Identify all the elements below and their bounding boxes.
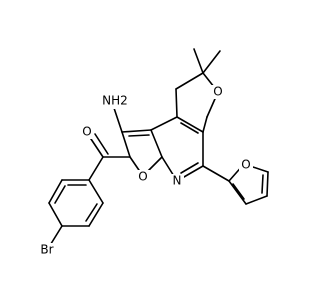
pyridine-nitrogen-label: N xyxy=(173,174,182,188)
bond xyxy=(88,135,104,158)
bond xyxy=(150,129,163,158)
bond xyxy=(202,116,208,133)
bond xyxy=(121,131,131,158)
bond xyxy=(202,50,221,74)
amine-label: NH2 xyxy=(102,94,128,108)
bond xyxy=(48,202,63,227)
carbonyl-oxygen-label: O xyxy=(82,125,91,139)
bond xyxy=(180,122,199,134)
bond xyxy=(175,88,178,118)
bond xyxy=(48,179,63,204)
atom-labels: NH2 O Br O N O O xyxy=(35,85,253,257)
bond xyxy=(94,133,109,155)
furyl-oxygen-label: O xyxy=(241,158,250,172)
bond xyxy=(88,202,104,227)
bond xyxy=(121,129,152,133)
furan-ring-oxygen-label-background xyxy=(136,170,150,184)
bond xyxy=(150,116,178,131)
furan-ring-oxygen-label: O xyxy=(138,170,147,184)
bond xyxy=(88,156,104,181)
bond xyxy=(88,179,104,204)
bond xyxy=(232,183,245,200)
bond xyxy=(266,171,269,197)
pyridine-nitrogen-label-background xyxy=(170,174,184,188)
bond-lines xyxy=(48,48,269,248)
bond xyxy=(113,107,123,133)
bond xyxy=(261,174,264,194)
bond xyxy=(175,72,204,90)
bromine-label: Br xyxy=(40,243,53,257)
molecule-structure: NH2 O Br O N O O xyxy=(35,48,269,257)
carbonyl-oxygen-label-background xyxy=(80,125,94,139)
bond xyxy=(128,134,150,137)
amine-label-background xyxy=(100,93,130,109)
bond xyxy=(202,165,230,182)
bond xyxy=(245,195,268,205)
pyran-oxygen-label-background xyxy=(211,85,225,99)
bond xyxy=(176,116,204,133)
bond xyxy=(85,203,98,222)
bond xyxy=(180,162,199,174)
bond xyxy=(54,185,66,204)
bond xyxy=(193,48,204,74)
bromine-label-background xyxy=(35,243,59,257)
bond xyxy=(228,180,247,205)
furyl-oxygen-label-background xyxy=(239,158,253,172)
pyran-oxygen-label: O xyxy=(213,85,222,99)
